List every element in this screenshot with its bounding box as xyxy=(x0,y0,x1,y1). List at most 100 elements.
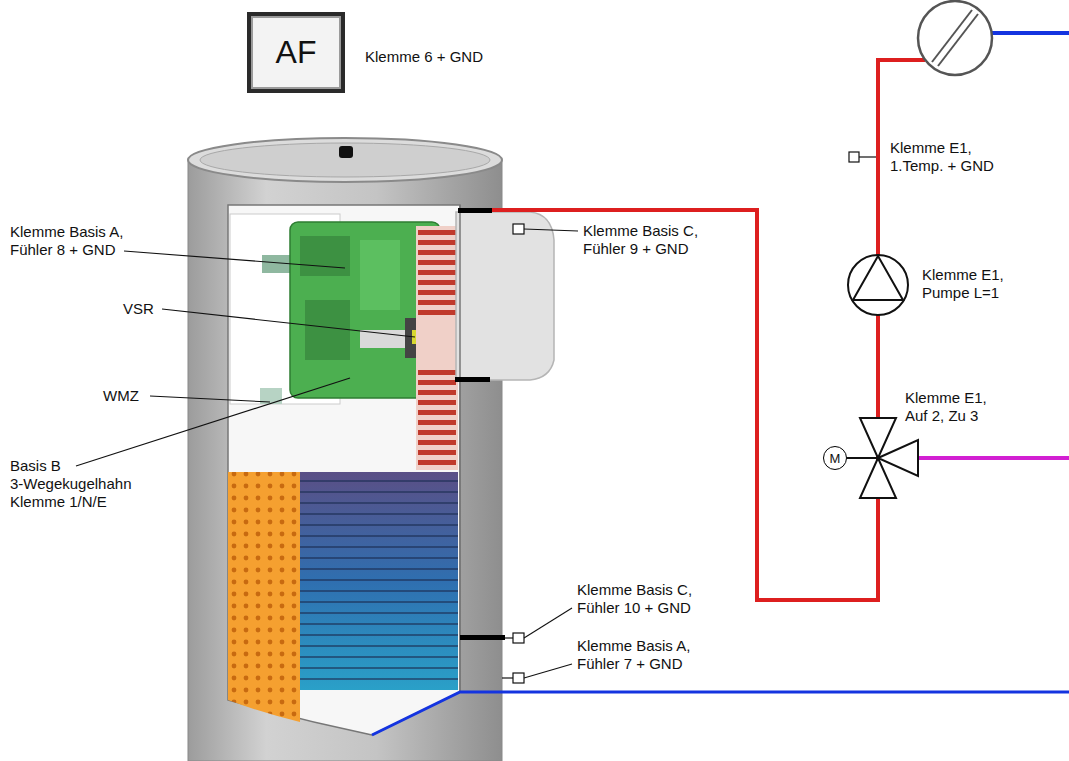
drawing-part xyxy=(859,156,876,157)
drawing-part xyxy=(992,31,1069,35)
drawing-part xyxy=(416,226,458,470)
drawing-part xyxy=(300,236,350,276)
terminal-label: Klemme E1, 1.Temp. + GND xyxy=(890,139,1005,175)
drawing-part xyxy=(938,14,978,66)
drawing-part xyxy=(418,390,456,395)
drawing-part xyxy=(124,251,345,268)
drawing-part xyxy=(300,491,458,493)
leader-lines xyxy=(76,229,578,678)
drawing-part xyxy=(458,208,492,213)
drawing-part xyxy=(513,673,524,683)
drawing-part xyxy=(162,309,415,337)
heat-exchanger-symbol xyxy=(918,1,992,75)
drawing-part xyxy=(300,678,458,680)
drawing-part xyxy=(459,205,461,692)
drawing-part xyxy=(847,457,878,459)
drawing-part xyxy=(853,256,903,300)
sensor-box: AF xyxy=(247,12,345,93)
drawing-part xyxy=(300,590,458,592)
drawing-part xyxy=(300,546,458,548)
drawing-part xyxy=(455,377,490,382)
drawing-part xyxy=(878,440,918,476)
drawing-part xyxy=(200,143,490,177)
drawing-part xyxy=(849,152,859,162)
drawing-part xyxy=(460,635,505,640)
node-text: AF xyxy=(276,34,317,71)
drawing-part xyxy=(418,240,456,245)
drawing-part xyxy=(300,656,458,658)
terminal-label: Basis B 3-Wegekugelhahn Klemme 1/N/E xyxy=(10,457,140,511)
drawing-part xyxy=(372,692,1069,735)
drawing-part xyxy=(918,456,1069,460)
terminal-label: Klemme 6 + GND xyxy=(365,48,565,66)
drawing-part xyxy=(418,270,456,275)
terminal-label: Klemme E1, Auf 2, Zu 3 xyxy=(905,389,1005,425)
drawing-part xyxy=(492,60,925,600)
drawing-part xyxy=(932,10,972,62)
drawing-part xyxy=(305,300,350,360)
drawing-part xyxy=(418,460,456,465)
drawing-part xyxy=(848,255,908,315)
drawing-part xyxy=(524,664,572,678)
motor-circle: M xyxy=(823,446,847,470)
drawing-part xyxy=(300,535,458,537)
drawing-part xyxy=(300,502,458,504)
drawing-part xyxy=(300,524,458,526)
drawing-part xyxy=(524,608,572,638)
pipes xyxy=(372,33,1069,735)
drawing-part xyxy=(418,400,456,405)
drawing-part xyxy=(300,513,458,515)
drawing-part xyxy=(300,480,458,482)
drawing-part xyxy=(418,250,456,255)
drawing-part xyxy=(505,637,513,638)
drawing-part xyxy=(418,230,456,235)
drawing-part xyxy=(300,634,458,636)
drawing-part xyxy=(300,481,458,679)
drawing-part xyxy=(300,667,458,669)
terminal-label: Klemme Basis C, Fühler 10 + GND xyxy=(577,581,712,617)
drawing-part xyxy=(300,601,458,603)
drawing-part xyxy=(513,224,524,234)
drawing-part xyxy=(300,612,458,614)
drawing-part xyxy=(300,472,458,690)
drawing-part xyxy=(300,579,458,581)
part-name: VSR xyxy=(123,300,173,318)
drawing-part xyxy=(456,212,554,380)
storage-tank xyxy=(188,138,554,761)
three-way-valve-symbol xyxy=(847,418,918,498)
drawing-part xyxy=(418,420,456,425)
drawing-part xyxy=(360,240,400,310)
terminal-label: Klemme Basis C, Fühler 9 + GND xyxy=(583,222,718,258)
terminal-label: Klemme Basis A, Fühler 8 + GND xyxy=(10,223,140,259)
drawing-part xyxy=(418,280,456,285)
node-text: M xyxy=(830,451,841,466)
drawing-part xyxy=(418,290,456,295)
drawing-part xyxy=(418,380,456,385)
heating-coil xyxy=(416,226,458,470)
drawing-part xyxy=(228,472,300,722)
drawing-part xyxy=(918,1,992,75)
drawing-part xyxy=(300,557,458,559)
drawing-part xyxy=(524,229,578,231)
drawing-part xyxy=(418,430,456,435)
drawing-part xyxy=(150,396,270,402)
drawing-part xyxy=(300,623,458,625)
terminal-label: Klemme Basis A, Fühler 7 + GND xyxy=(577,637,712,673)
drawing-part xyxy=(228,205,460,735)
drawing-part xyxy=(188,160,502,761)
terminal-label: Klemme E1, Pumpe L=1 xyxy=(922,266,1022,302)
drawing-part xyxy=(418,260,456,265)
pump-symbol xyxy=(848,255,908,315)
drawing-part xyxy=(418,440,456,445)
drawing-part xyxy=(418,370,456,375)
drawing-part xyxy=(418,410,456,415)
drawing-part xyxy=(418,300,456,305)
drawing-part xyxy=(300,645,458,647)
drawing-part xyxy=(513,633,524,643)
part-name: WMZ xyxy=(103,387,153,405)
drawing-part xyxy=(339,146,353,158)
drawing-part xyxy=(76,378,350,466)
drawing-part xyxy=(502,677,513,678)
